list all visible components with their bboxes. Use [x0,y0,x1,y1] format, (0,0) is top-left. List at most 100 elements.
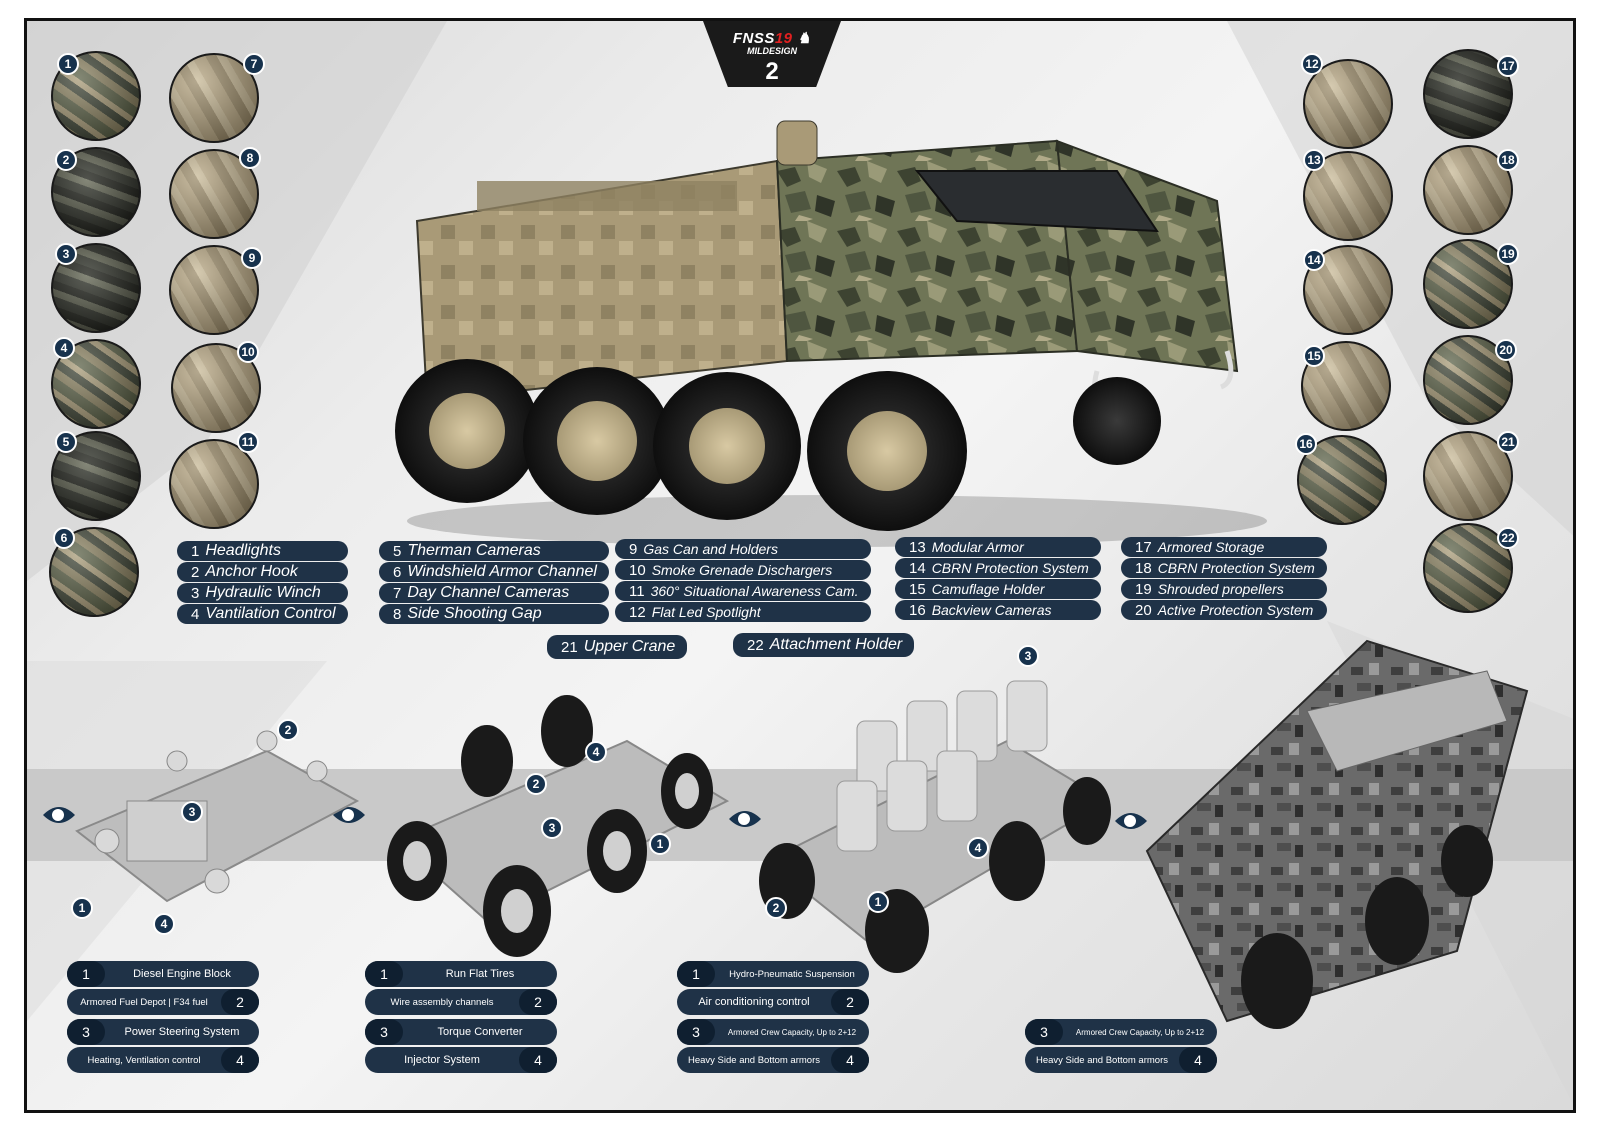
stage1-marker-4: 4 [153,913,175,935]
detail-thumb-12 [1303,59,1393,149]
stage2-marker-1: 1 [649,833,671,855]
stage3-marker-1: 1 [867,891,889,913]
thumb-badge-20: 20 [1495,339,1517,361]
thumb-badge-7: 7 [243,53,265,75]
thumb-badge-16: 16 [1295,433,1317,455]
stage1-marker-1: 1 [71,897,93,919]
thumb-badge-10: 10 [237,341,259,363]
thumb-badge-11: 11 [237,431,259,453]
thumb-badge-1: 1 [57,53,79,75]
detail-thumb-17 [1423,49,1513,139]
stage1-marker-2: 2 [277,719,299,741]
stage2-marker-2: 2 [525,773,547,795]
stage3-marker-4: 4 [967,837,989,859]
thumb-badge-9: 9 [241,247,263,269]
page-number: 2 [765,58,779,85]
thumb-badge-5: 5 [55,431,77,453]
armored-vehicle-main [395,120,1267,547]
thumb-badge-22: 22 [1497,527,1519,549]
detail-thumb-20 [1423,335,1513,425]
poster: FNSS19 ♞ MILDESIGN 2 1 2 3 4 5 6 7 8 9 1… [24,18,1576,1113]
detail-thumb-21 [1423,431,1513,521]
thumb-badge-3: 3 [55,243,77,265]
thumb-badge-18: 18 [1497,149,1519,171]
fnss-logo: FNSS19 ♞ MILDESIGN 2 [703,21,841,87]
stage3-marker-3: 3 [1017,645,1039,667]
detail-thumb-22 [1423,523,1513,613]
thumb-badge-12: 12 [1301,53,1323,75]
detail-thumb-1 [51,51,141,141]
logo-brand: FNSS [732,30,775,47]
thumb-badge-8: 8 [239,147,261,169]
stage-complete-vehicle [1145,639,1529,1029]
thumb-badge-17: 17 [1497,55,1519,77]
stage-arrow-icon [729,811,761,827]
stage-arrow-icon [333,807,365,823]
detail-thumb-19 [1423,239,1513,329]
thumb-badge-14: 14 [1303,249,1325,271]
stage-engine-chassis [75,730,360,903]
thumb-badge-15: 15 [1303,345,1325,367]
thumb-badge-13: 13 [1303,149,1325,171]
stage2-marker-4: 4 [585,741,607,763]
stage-crew-seats [759,680,1111,973]
horse-icon: ♞ [797,30,812,47]
stage3-marker-2: 2 [765,897,787,919]
detail-thumb-11 [169,439,259,529]
stage-arrow-icon [1115,813,1147,829]
logo-year: 19 [774,30,793,47]
detail-thumb-7 [169,53,259,143]
stage1-marker-3: 3 [181,801,203,823]
thumb-badge-19: 19 [1497,243,1519,265]
thumb-badge-21: 21 [1497,431,1519,453]
thumb-badge-4: 4 [53,337,75,359]
stage2-marker-3: 3 [541,817,563,839]
logo-sub: MILDESIGN [746,46,797,56]
thumb-badge-6: 6 [53,527,75,549]
thumb-badge-2: 2 [55,149,77,171]
detail-thumb-18 [1423,145,1513,235]
